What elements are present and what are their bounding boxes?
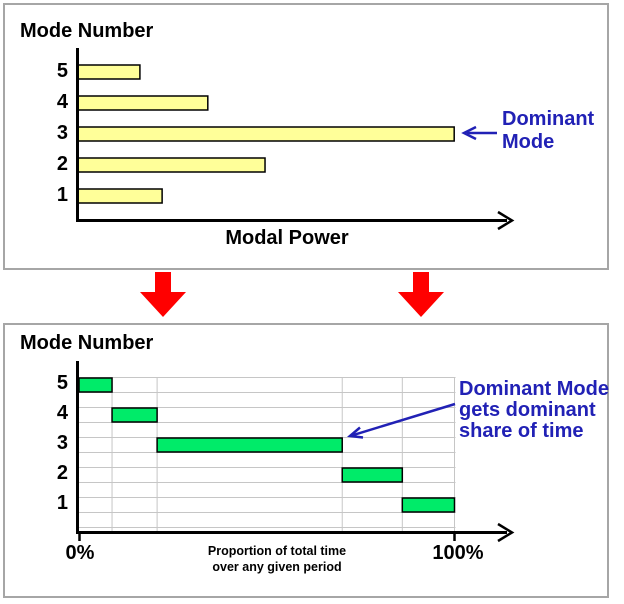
modal-power-bar (77, 95, 209, 111)
bottom-x-axis-caption: Proportion of total time over any given … (177, 543, 377, 575)
modal-power-bar (77, 64, 141, 80)
red-down-arrow-right-icon (398, 272, 444, 317)
top-y-label-1: 1 (56, 184, 68, 206)
top-x-axis-label: Modal Power (225, 227, 349, 249)
top-y-label-3: 3 (56, 122, 68, 144)
time-share-bar (156, 437, 343, 453)
time-share-bar (78, 377, 113, 393)
bottom-panel (3, 323, 609, 598)
bottom-y-label-3: 3 (56, 432, 68, 454)
bottom-x-axis-caption-line2: over any given period (212, 560, 342, 574)
bottom-y-label-1: 1 (56, 492, 68, 514)
bottom-x-tick-label-100: 100% (432, 542, 484, 564)
top-y-label-2: 2 (56, 153, 68, 175)
bottom-y-label-2: 2 (56, 462, 68, 484)
top-y-label-5: 5 (56, 60, 68, 82)
top-x-axis-arrowhead-icon (497, 210, 515, 231)
bottom-callout-arrow-line (351, 402, 456, 437)
top-chart-title: Mode Number (20, 20, 154, 42)
bottom-y-label-4: 4 (56, 402, 68, 424)
red-down-arrow-left-icon (140, 272, 186, 317)
top-annotation: Dominant Mode (502, 108, 595, 153)
bottom-x-tick-label-0: 0% (65, 542, 95, 564)
time-share-bar (401, 497, 456, 513)
modal-power-bar (77, 126, 455, 142)
top-y-label-4: 4 (56, 91, 68, 113)
top-bars (77, 64, 455, 204)
modal-power-bar (77, 157, 266, 173)
bottom-callout-arrowhead-icon (346, 426, 364, 439)
bottom-annotation: Dominant Mode gets dominant share of tim… (459, 378, 609, 442)
time-share-bar (341, 467, 404, 483)
modal-power-bar (77, 188, 163, 204)
bottom-bars (78, 377, 456, 513)
time-share-bar (111, 407, 158, 423)
bottom-x-axis-arrowhead-icon (497, 522, 515, 543)
bottom-x-axis-caption-line1: Proportion of total time (207, 544, 347, 558)
bottom-gridlines (78, 377, 456, 531)
top-callout-arrowhead-icon (461, 125, 477, 141)
bottom-y-label-5: 5 (56, 372, 68, 394)
bottom-chart-title: Mode Number (20, 332, 154, 354)
